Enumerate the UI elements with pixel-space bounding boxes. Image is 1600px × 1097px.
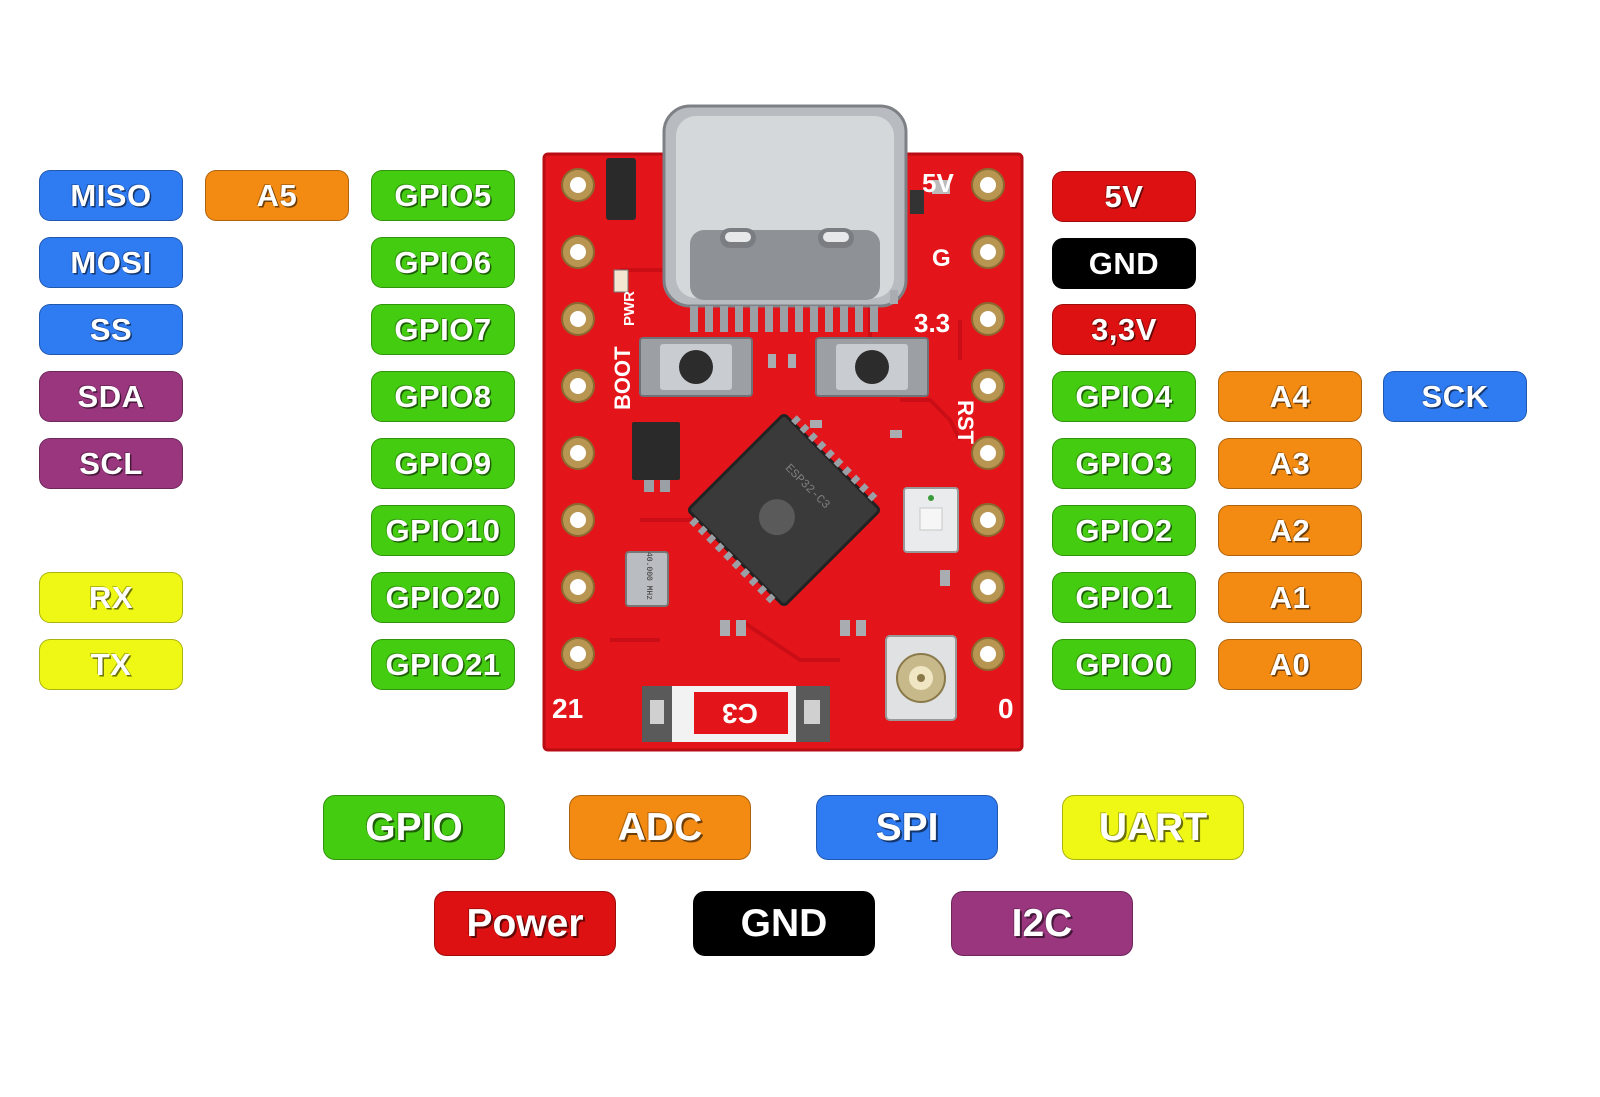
right-pads: [971, 168, 1005, 671]
legend-gnd: GND: [693, 891, 875, 956]
a4-label: A4: [1218, 371, 1362, 422]
gnd-pin-label: GND: [1052, 238, 1196, 289]
legend-spi: SPI: [816, 795, 998, 860]
tx-label: TX: [39, 639, 183, 690]
regulator-chip: [606, 158, 636, 220]
gpio7-label: GPIO7: [371, 304, 515, 355]
a3-label: A3: [1218, 438, 1362, 489]
legend-uart: UART: [1062, 795, 1244, 860]
gpio0-label: GPIO0: [1052, 639, 1196, 690]
legend-gpio: GPIO: [323, 795, 505, 860]
a1-label: A1: [1218, 572, 1362, 623]
a0-label: A0: [1218, 639, 1362, 690]
silk-0: 0: [998, 693, 1014, 724]
boot-button: [639, 337, 753, 397]
pwr-led: [613, 269, 629, 293]
a2-label: A2: [1218, 505, 1362, 556]
gpio4-label: GPIO4: [1052, 371, 1196, 422]
svg-text:40.000 MHz: 40.000 MHz: [644, 552, 653, 600]
scl-label: SCL: [39, 438, 183, 489]
silk-c3: C3: [722, 698, 758, 729]
c3-marker: C3: [642, 686, 830, 742]
usb-c-connector: [662, 104, 908, 332]
legend-power: Power: [434, 891, 616, 956]
sck-label: SCK: [1383, 371, 1527, 422]
antenna-connector: [885, 635, 957, 721]
gpio5-label: GPIO5: [371, 170, 515, 221]
gpio1-label: GPIO1: [1052, 572, 1196, 623]
rgb-led: [903, 487, 959, 553]
gpio2-label: GPIO2: [1052, 505, 1196, 556]
gpio21-label: GPIO21: [371, 639, 515, 690]
gpio8-label: GPIO8: [371, 371, 515, 422]
silk-33: 3.3: [914, 308, 950, 338]
legend-adc: ADC: [569, 795, 751, 860]
gpio6-label: GPIO6: [371, 237, 515, 288]
sda-label: SDA: [39, 371, 183, 422]
gpio10-label: GPIO10: [371, 505, 515, 556]
ss-label: SS: [39, 304, 183, 355]
miso-label: MISO: [39, 170, 183, 221]
gpio3-label: GPIO3: [1052, 438, 1196, 489]
ldo-chip: [632, 422, 680, 480]
silk-boot: BOOT: [610, 346, 635, 410]
5v-label: 5V: [1052, 171, 1196, 222]
esp32-c3-board: 5V G 3.3 PWR BOOT RST 21 0 ESP32-C3: [542, 104, 1024, 752]
esp32-c3-chip: ESP32-C3: [687, 413, 881, 607]
silk-21: 21: [552, 693, 583, 724]
gpio20-label: GPIO20: [371, 572, 515, 623]
gpio9-label: GPIO9: [371, 438, 515, 489]
rx-label: RX: [39, 572, 183, 623]
rst-button: [815, 337, 929, 397]
silk-5v: 5V: [922, 168, 954, 198]
mosi-label: MOSI: [39, 237, 183, 288]
silk-rst: RST: [953, 400, 978, 445]
crystal: 40.000 MHz: [625, 551, 669, 607]
a5-label: A5: [205, 170, 349, 221]
legend-i2c: I2C: [951, 891, 1133, 956]
silk-g: G: [932, 245, 951, 272]
3v3-label: 3,3V: [1052, 304, 1196, 355]
left-pads: [561, 168, 595, 671]
silk-pwr: PWR: [621, 291, 638, 326]
